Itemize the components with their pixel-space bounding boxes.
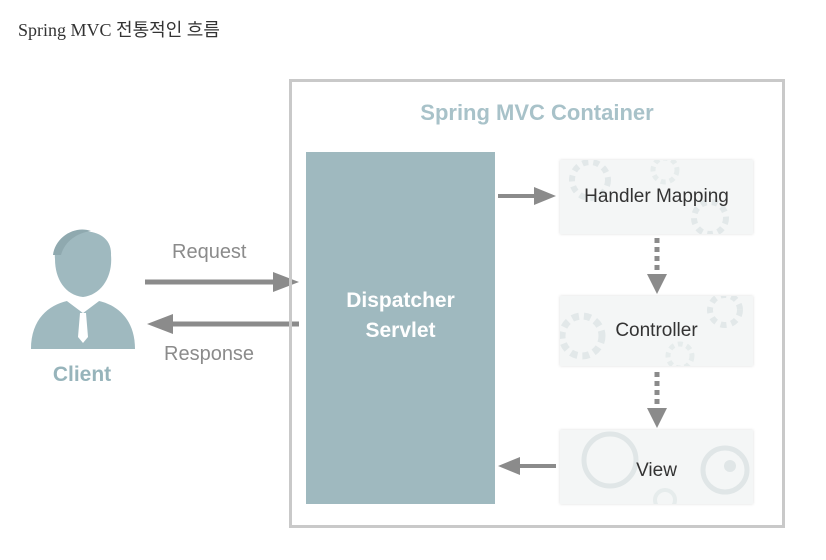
container-title: Spring MVC Container (420, 100, 654, 125)
handler-to-controller-arrow (647, 238, 667, 294)
page-title: Spring MVC 전통적인 흐름 (18, 20, 220, 40)
dispatcher-servlet-box (306, 152, 495, 504)
controller-box: Controller (560, 296, 753, 366)
view-to-dispatcher-arrow (498, 457, 556, 475)
client-label: Client (52, 363, 112, 386)
client-person-icon (31, 229, 135, 349)
request-label: Request (172, 241, 247, 263)
handler-mapping-box: Handler Mapping (560, 160, 753, 234)
gear-pattern-icon (560, 296, 743, 366)
lens-pattern-icon (581, 431, 750, 504)
controller-to-view-arrow (647, 372, 667, 428)
handler-mapping-label: Handler Mapping (584, 186, 729, 207)
response-label: Response (164, 343, 255, 365)
response-arrow (147, 314, 299, 334)
gear-pattern-icon (569, 160, 729, 234)
view-label: View (636, 460, 677, 481)
request-arrow (145, 272, 299, 292)
spring-mvc-container (289, 79, 785, 528)
dispatcher-servlet-label: Dispatcher Servlet (346, 289, 455, 342)
dispatcher-to-handler-arrow (498, 187, 556, 205)
controller-label: Controller (615, 320, 698, 341)
view-box: View (560, 430, 753, 504)
